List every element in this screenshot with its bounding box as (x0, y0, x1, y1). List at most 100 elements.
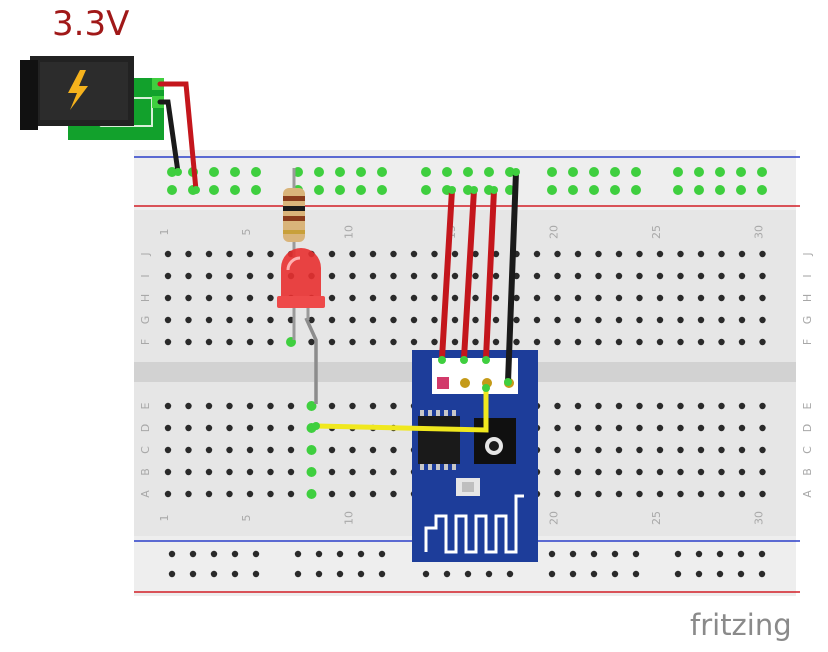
breadboard-hole (697, 316, 705, 324)
breadboard-hole (636, 446, 643, 454)
breadboard-hole (656, 294, 664, 302)
breadboard-hole (209, 167, 219, 177)
breadboard-hole (589, 185, 599, 195)
lightning-bolt-icon (68, 70, 88, 110)
breadboard-hole (615, 490, 623, 498)
breadboard-hole (636, 272, 643, 280)
breadboard-hole (267, 424, 274, 432)
breadboard-hole (574, 316, 582, 324)
breadboard-hole (205, 294, 213, 302)
breadboard-hole (189, 570, 197, 578)
breadboard-hole (615, 338, 623, 346)
breadboard-hole (574, 424, 582, 432)
breadboard-hole (718, 294, 725, 302)
breadboard-hole (246, 490, 254, 498)
breadboard-hole (377, 185, 387, 195)
breadboard-hole (369, 338, 377, 346)
breadboard-hole (636, 338, 643, 346)
breadboard-hole (252, 570, 260, 578)
breadboard-hole (336, 570, 344, 578)
breadboard-hole (287, 468, 295, 476)
red-led (277, 248, 325, 340)
breadboard-hole (328, 402, 336, 410)
breadboard-hole (246, 468, 254, 476)
breadboard-hole (718, 316, 725, 324)
breadboard-hole (267, 446, 274, 454)
breadboard-hole (472, 316, 479, 324)
breadboard-hole (615, 468, 623, 476)
breadboard-hole (759, 490, 766, 498)
breadboard-hole (164, 446, 172, 454)
column-number: 30 (753, 225, 766, 239)
breadboard-hole (205, 424, 213, 432)
breadboard-hole (246, 402, 254, 410)
breadboard-hole (554, 468, 561, 476)
breadboard-hole (164, 294, 172, 302)
breadboard-hole (185, 468, 192, 476)
breadboard-hole (185, 272, 192, 280)
breadboard-hole (533, 272, 541, 280)
breadboard-hole (656, 316, 664, 324)
breadboard-hole (759, 468, 766, 476)
breadboard-hole (451, 316, 459, 324)
breadboard-hole (615, 250, 623, 258)
breadboard-hole (390, 250, 397, 258)
breadboard-hole (349, 446, 356, 454)
breadboard-hole (759, 446, 766, 454)
breadboard-hole (718, 338, 725, 346)
breadboard-hole (463, 167, 473, 177)
breadboard-hole (595, 250, 602, 258)
breadboard-hole (677, 424, 684, 432)
module-chip-pins (420, 410, 456, 470)
breadboard-hole (185, 424, 192, 432)
breadboard-hole (267, 272, 274, 280)
breadboard-hole (315, 570, 323, 578)
breadboard-hole (267, 402, 274, 410)
column-number: 5 (240, 229, 253, 236)
breadboard-hole (533, 250, 541, 258)
row-letter: A (139, 490, 152, 498)
breadboard-hole (738, 424, 746, 432)
breadboard-hole (431, 294, 438, 302)
pcb-antenna-icon (424, 494, 524, 554)
breadboard-hole (718, 446, 725, 454)
breadboard-hole (574, 250, 582, 258)
breadboard-hole (378, 550, 386, 558)
breadboard-hole (673, 185, 683, 195)
breadboard-hole (226, 294, 233, 302)
breadboard-hole (210, 550, 218, 558)
breadboard-hole (431, 272, 438, 280)
breadboard-hole (595, 468, 602, 476)
breadboard-hole (738, 338, 746, 346)
breadboard-hole (697, 490, 705, 498)
breadboard-hole (252, 550, 260, 558)
breadboard-hole (574, 490, 582, 498)
column-number: 5 (240, 515, 253, 522)
barrel-jack (20, 56, 164, 140)
breadboard-hole (615, 446, 623, 454)
power-wire-module-1 (439, 187, 455, 361)
breadboard-hole (589, 167, 599, 177)
breadboard-hole (484, 167, 494, 177)
column-number: 1 (158, 229, 171, 236)
voltage-label: 3.3V (52, 4, 130, 44)
breadboard-hole (308, 338, 315, 346)
breadboard-hole (547, 185, 557, 195)
breadboard-hole (554, 424, 561, 432)
breadboard-hole (677, 294, 684, 302)
barrel-jack-face (20, 60, 38, 130)
breadboard-hole (656, 250, 664, 258)
row-letter: H (801, 294, 814, 302)
breadboard-hole (492, 272, 500, 280)
breadboard-hole (759, 250, 766, 258)
module-led-inner (462, 482, 474, 492)
breadboard-hole (328, 294, 336, 302)
breadboard-hole (595, 272, 602, 280)
breadboard-hole (390, 490, 397, 498)
breadboard-hole (164, 402, 172, 410)
breadboard-hole (677, 272, 684, 280)
breadboard-hole (574, 446, 582, 454)
led-dome (281, 248, 321, 300)
row-letter: I (801, 274, 814, 277)
